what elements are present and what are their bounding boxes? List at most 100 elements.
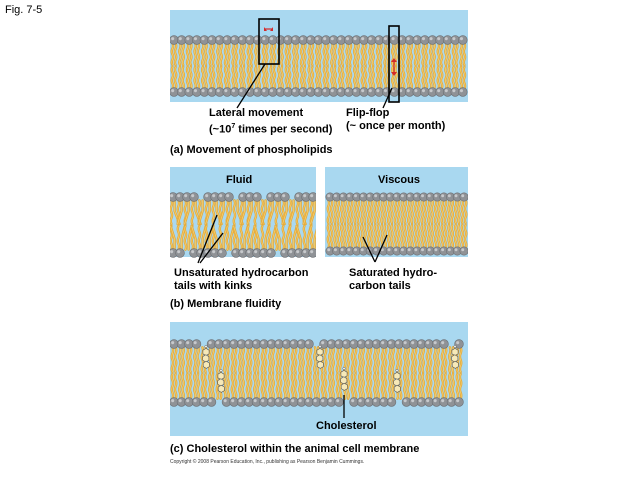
head-highlight [261, 341, 265, 345]
head-highlight [268, 250, 272, 254]
head-highlight [330, 89, 334, 93]
lipid-tail-highlight [184, 225, 187, 250]
lipid-tail-highlight [414, 224, 417, 249]
lipid-tail-highlight [283, 373, 286, 399]
head-highlight [388, 399, 392, 403]
lipid-tail-highlight [429, 43, 432, 66]
lipid-tail-highlight [220, 66, 223, 89]
lipid-tail-highlight [276, 347, 279, 373]
cholesterol-ring [316, 354, 324, 363]
lipid-tail-highlight [296, 200, 299, 225]
lipid-tail-highlight [280, 66, 284, 89]
lipid-tail-highlight [346, 43, 349, 66]
head-highlight [231, 89, 236, 93]
lipid-tail-highlight [379, 66, 382, 89]
lipid-tail-highlight [238, 373, 241, 399]
head-highlight [201, 37, 205, 41]
lipid-tail-highlight [254, 225, 259, 250]
lipid-tail-highlight [367, 199, 370, 224]
head-highlight [399, 37, 403, 41]
head-highlight [277, 89, 281, 93]
lipid-tail-highlight [351, 373, 354, 399]
lipid-tail-highlight [399, 347, 402, 373]
lipid-tail-highlight [364, 66, 367, 89]
head-highlight [459, 89, 464, 93]
lipid-tail-highlight [390, 199, 393, 224]
head-highlight [391, 89, 395, 93]
head-highlight [307, 37, 312, 41]
lipid-tail-highlight [178, 373, 181, 399]
lipid-tail-highlight [387, 199, 390, 224]
head-highlight [461, 248, 465, 252]
head-highlight [289, 250, 293, 254]
lipid-tail-highlight [197, 347, 200, 373]
lipid-tail-highlight [360, 199, 363, 224]
lipid-tail-highlight [205, 225, 208, 250]
lipid-tail-highlight [459, 347, 462, 373]
head-highlight [434, 248, 438, 252]
lipid-tail-highlight [247, 200, 252, 225]
head-highlight [387, 248, 391, 252]
flipflop-label: Flip-flop (~ once per month) [346, 107, 445, 133]
lipid-tail-highlight [216, 66, 220, 89]
lipid-tail-highlight [189, 43, 192, 66]
lipid-tail-highlight [204, 66, 208, 89]
lipid-tail-highlight [418, 347, 421, 373]
lipid-tail-highlight [431, 199, 434, 224]
lipid-tail-highlight [441, 199, 444, 224]
lipid-tail-highlight [318, 43, 322, 66]
lipid-tail-highlight [341, 66, 344, 89]
head-highlight [315, 89, 319, 93]
head-highlight [336, 399, 340, 403]
head-highlight [456, 399, 460, 403]
head-highlight [269, 37, 274, 41]
head-highlight [327, 248, 331, 252]
lipid-tail-highlight [417, 43, 420, 66]
head-highlight [239, 37, 243, 41]
lipid-tail-highlight [265, 66, 268, 89]
lipid-tail-highlight [198, 200, 203, 225]
lipid-tail-highlight [309, 347, 312, 373]
lipid-tail-highlight [366, 347, 369, 373]
head-highlight [400, 194, 404, 198]
lipid-tail-highlight [399, 373, 402, 399]
phospholipid-head [224, 192, 234, 202]
lipid-tail-highlight [265, 43, 268, 66]
lipid-tail-highlight [339, 373, 342, 399]
lipid-tail-highlight [324, 373, 327, 399]
head-highlight [323, 37, 327, 41]
lipid-tail-highlight [313, 373, 316, 399]
lipid-tail-highlight [262, 66, 265, 89]
lipid-tail-highlight [247, 225, 250, 250]
head-highlight [276, 399, 280, 403]
lipid-tail-highlight [411, 347, 414, 373]
lipid-tail-highlight [197, 373, 200, 399]
head-highlight [240, 194, 244, 198]
lipid-tail-highlight [323, 43, 326, 66]
lipid-tail-highlight [369, 347, 372, 373]
lipid-tail-highlight [404, 199, 407, 224]
lipid-tail-highlight [411, 373, 414, 399]
lipid-tail-highlight [392, 373, 395, 399]
lipid-tail-highlight [326, 43, 329, 66]
lipid-tail-highlight [457, 199, 460, 224]
lipid-tail-highlight [324, 347, 327, 373]
unsaturated-line1: Unsaturated hydrocarbon [174, 267, 309, 279]
lipid-tail-highlight [422, 373, 425, 399]
lipid-tail-highlight [384, 347, 387, 373]
head-highlight [254, 250, 258, 254]
head-highlight [454, 194, 458, 198]
lipid-tail-highlight [358, 347, 361, 373]
head-highlight [353, 89, 357, 93]
phospholipid-head [175, 248, 185, 258]
lipid-tail-highlight [334, 43, 337, 66]
head-highlight [461, 194, 465, 198]
lipid-tail-highlight [447, 199, 451, 224]
head-highlight [447, 194, 451, 198]
lipid-tail-highlight [242, 66, 246, 89]
lipid-tail-highlight [277, 66, 280, 89]
head-highlight [193, 341, 197, 345]
lipid-tail-highlight [432, 43, 436, 66]
lipid-tail-highlight [349, 43, 352, 66]
head-highlight [441, 248, 445, 252]
